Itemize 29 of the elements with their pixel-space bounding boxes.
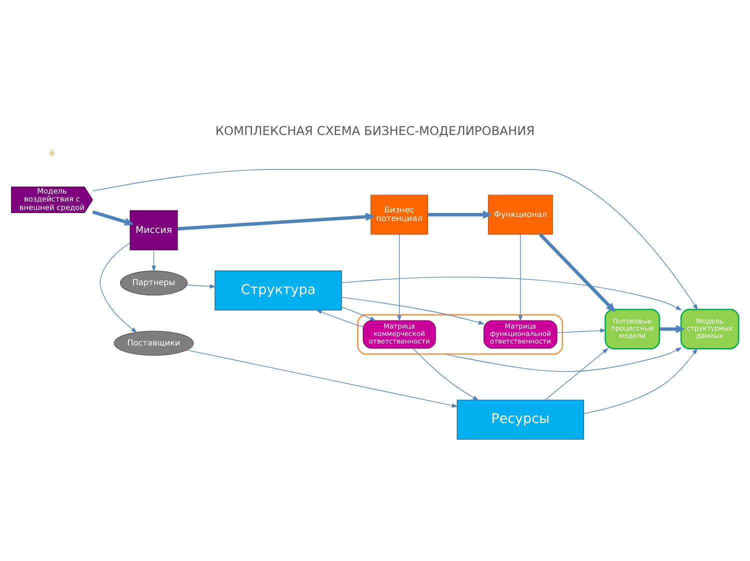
arrow — [92, 168, 698, 310]
arrow — [152, 249, 156, 272]
arrow — [186, 284, 216, 288]
arrow — [316, 309, 364, 327]
node-box: Структура — [214, 270, 342, 310]
arrow — [178, 212, 376, 230]
arrow — [556, 328, 606, 333]
arrow — [341, 276, 682, 310]
arrow — [544, 348, 609, 400]
arrow — [428, 210, 492, 218]
arrow — [92, 210, 134, 226]
arrow — [659, 324, 686, 333]
node-box: Миссия — [130, 210, 178, 250]
arrow — [412, 348, 479, 400]
node-box: Бизнес потенциал — [370, 194, 428, 234]
arrow — [538, 232, 616, 312]
arrow — [518, 234, 523, 321]
arrow — [341, 306, 376, 320]
arrow — [583, 348, 698, 414]
node-box: Функционал — [488, 194, 553, 234]
node-ellipse: Партнеры — [120, 270, 188, 296]
arrow — [446, 346, 682, 372]
node-box: Ресурсы — [456, 399, 584, 440]
diagram-title: КОМПЛЕКСНАЯ СХЕМА БИЗНЕС-МОДЕЛИРОВАНИЯ — [215, 124, 535, 138]
arrow — [341, 296, 485, 324]
arrow — [100, 242, 138, 332]
node-ellipse: Поставщики — [114, 330, 194, 356]
arrow — [397, 234, 402, 321]
arrow — [186, 349, 458, 408]
